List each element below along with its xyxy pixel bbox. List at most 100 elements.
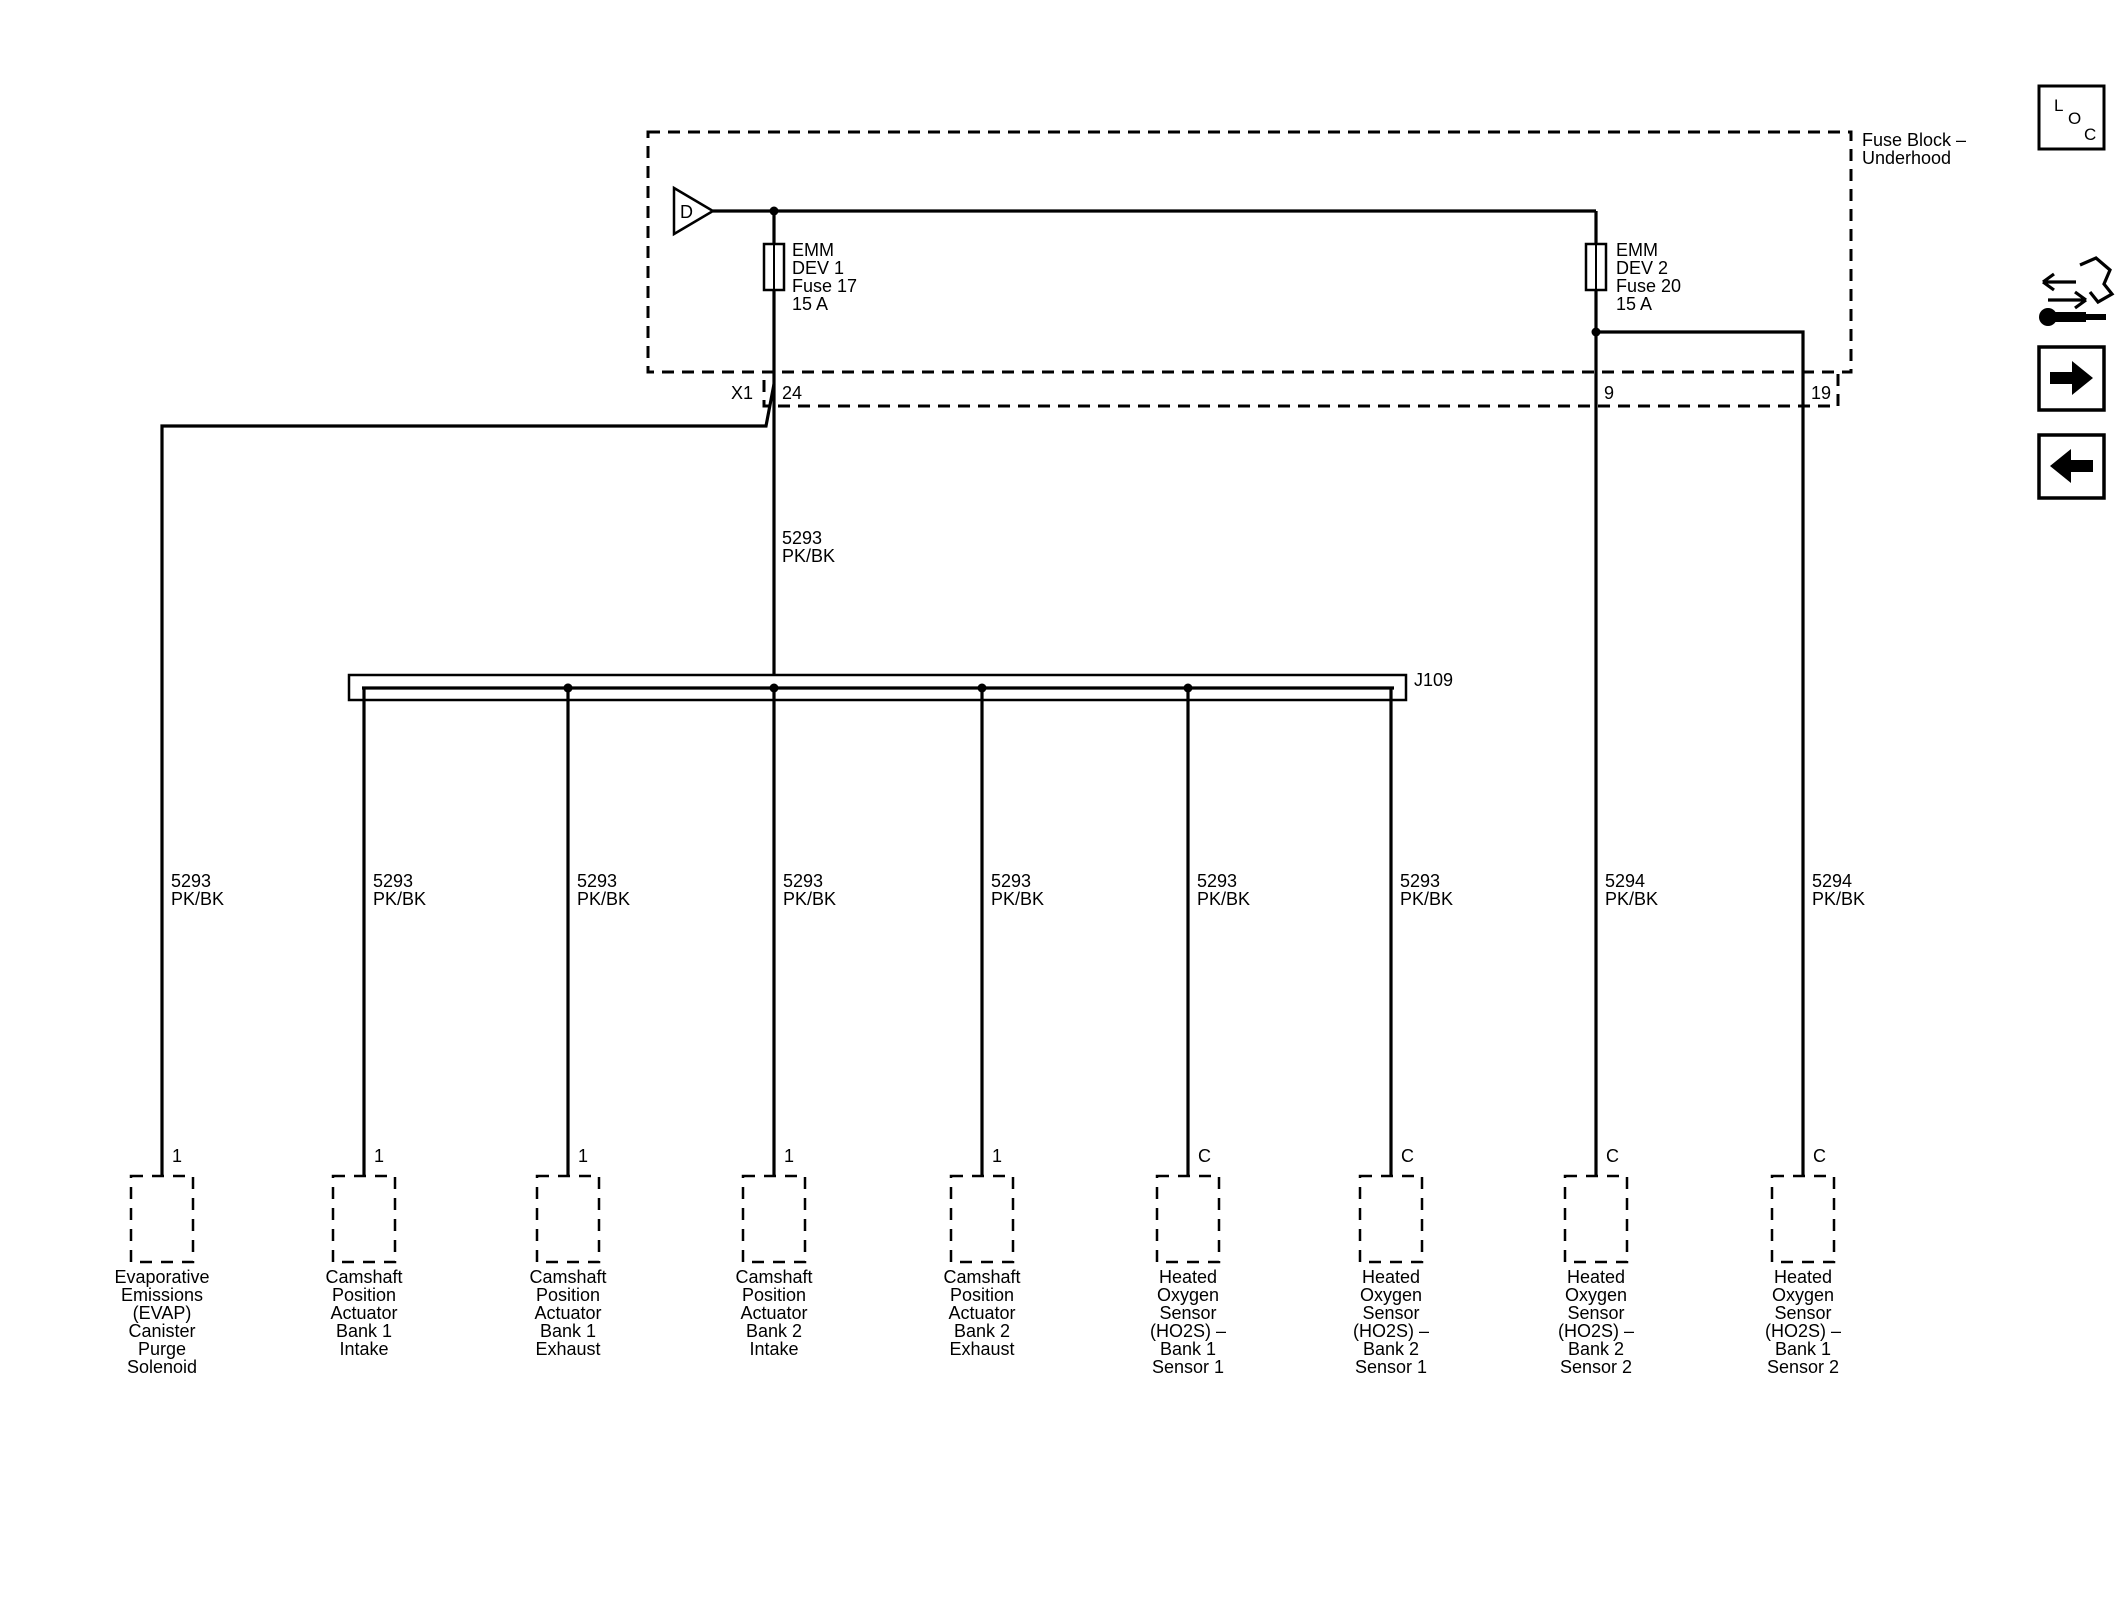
- component-label-8-3: (HO2S) –: [1765, 1321, 1841, 1341]
- branch-color-0: PK/BK: [171, 889, 224, 909]
- next-button[interactable]: [2037, 345, 2106, 412]
- splice-dot-5: [1183, 683, 1193, 693]
- source-triangle: [672, 185, 716, 237]
- component-label-6-5: Sensor 1: [1355, 1357, 1427, 1377]
- fuse-20-line3: Fuse 20: [1616, 276, 1681, 296]
- component-label-6-3: (HO2S) –: [1353, 1321, 1429, 1341]
- branch-pin-7: C: [1606, 1146, 1619, 1166]
- branch-color-1: PK/BK: [373, 889, 426, 909]
- component-label-5-5: Sensor 1: [1152, 1357, 1224, 1377]
- component-car-outline: [2079, 256, 2115, 305]
- loc-letter-c: C: [2084, 125, 2096, 144]
- branch-color-6: PK/BK: [1400, 889, 1453, 909]
- component-label-7-3: (HO2S) –: [1558, 1321, 1634, 1341]
- branch-circuit-5: 5293: [1197, 871, 1237, 891]
- splice-j109: J109: [347, 670, 1453, 702]
- component-label-2-1: Position: [536, 1285, 600, 1305]
- component-box-8: [1770, 1174, 1836, 1264]
- component-label-1-2: Actuator: [330, 1303, 397, 1323]
- component-label-5-0: Heated: [1159, 1267, 1217, 1287]
- component-label-5-2: Sensor: [1159, 1303, 1216, 1323]
- component-box-0: [129, 1174, 195, 1264]
- component-label-5-4: Bank 1: [1160, 1339, 1216, 1359]
- component-label-8-5: Sensor 2: [1767, 1357, 1839, 1377]
- component-label-1-3: Bank 1: [336, 1321, 392, 1341]
- component-arrow-left: [2042, 272, 2076, 292]
- branch-circuit-3: 5293: [783, 871, 823, 891]
- connector-pin-24: 24: [782, 383, 802, 403]
- fuse-17-line2: DEV 1: [792, 258, 844, 278]
- component-label-7-4: Bank 2: [1568, 1339, 1624, 1359]
- branch-wires: 5293PK/BK1EvaporativeEmissions(EVAP)Cani…: [114, 683, 1865, 1377]
- component-label-8-1: Oxygen: [1772, 1285, 1834, 1305]
- component-box-3: [741, 1174, 807, 1264]
- component-label-0-4: Purge: [138, 1339, 186, 1359]
- power-source: D: [672, 185, 716, 237]
- component-label-2-2: Actuator: [534, 1303, 601, 1323]
- component-label-7-0: Heated: [1567, 1267, 1625, 1287]
- previous-button[interactable]: [2037, 433, 2106, 500]
- branch-circuit-1: 5293: [373, 871, 413, 891]
- branch-circuit-8: 5294: [1812, 871, 1852, 891]
- source-marker: D: [680, 202, 693, 222]
- branch-color-7: PK/BK: [1605, 889, 1658, 909]
- component-label-6-2: Sensor: [1362, 1303, 1419, 1323]
- splice-name: J109: [1414, 670, 1453, 690]
- component-label-8-0: Heated: [1774, 1267, 1832, 1287]
- branch-circuit-2: 5293: [577, 871, 617, 891]
- component-label-7-5: Sensor 2: [1560, 1357, 1632, 1377]
- component-label-2-0: Camshaft: [529, 1267, 606, 1287]
- component-label-6-4: Bank 2: [1363, 1339, 1419, 1359]
- component-label-3-4: Intake: [749, 1339, 798, 1359]
- component-label-3-2: Actuator: [740, 1303, 807, 1323]
- component-label-3-1: Position: [742, 1285, 806, 1305]
- branch-circuit-7: 5294: [1605, 871, 1645, 891]
- branch-pin-5: C: [1198, 1146, 1211, 1166]
- component-label-5-3: (HO2S) –: [1150, 1321, 1226, 1341]
- component-label-7-1: Oxygen: [1565, 1285, 1627, 1305]
- component-wrench-head: [2039, 308, 2057, 326]
- branch-color-4: PK/BK: [991, 889, 1044, 909]
- component-label-0-3: Canister: [128, 1321, 195, 1341]
- component-wrench-handle: [2046, 312, 2086, 322]
- component-label-3-0: Camshaft: [735, 1267, 812, 1287]
- branch-pin-0: 1: [172, 1146, 182, 1166]
- wire-5294-pin-19: [1596, 330, 1805, 1176]
- loc-letter-l: L: [2054, 96, 2063, 115]
- component-label-4-4: Exhaust: [949, 1339, 1014, 1359]
- component-arrow-right: [2048, 290, 2087, 310]
- trunk-circuit: 5293: [782, 528, 822, 548]
- fuse-block: Fuse Block – Underhood: [646, 130, 1966, 374]
- fuse-block-label-line1: Fuse Block –: [1862, 130, 1966, 150]
- fuse-17: EMM DEV 1 Fuse 17 15 A: [762, 240, 857, 314]
- component-label-4-1: Position: [950, 1285, 1014, 1305]
- component-label-7-2: Sensor: [1567, 1303, 1624, 1323]
- bus-junction-dot: [769, 206, 779, 216]
- component-box-4: [949, 1174, 1015, 1264]
- branch-color-3: PK/BK: [783, 889, 836, 909]
- component-label-5-1: Oxygen: [1157, 1285, 1219, 1305]
- loc-button[interactable]: L O C: [2037, 84, 2106, 151]
- fuse-17-line3: Fuse 17: [792, 276, 857, 296]
- loc-letter-o: O: [2068, 109, 2081, 128]
- fuse-17-line4: 15 A: [792, 294, 828, 314]
- component-wrench-tip: [2086, 314, 2106, 320]
- trunk-color: PK/BK: [782, 546, 835, 566]
- component-label-0-0: Evaporative: [114, 1267, 209, 1287]
- connector-pin-9: 9: [1604, 383, 1614, 403]
- branch-pin-4: 1: [992, 1146, 1002, 1166]
- branch-color-2: PK/BK: [577, 889, 630, 909]
- wire-evap: [160, 383, 776, 1176]
- component-views-icon[interactable]: [2039, 256, 2115, 326]
- fuse-20: EMM DEV 2 Fuse 20 15 A: [1584, 240, 1681, 314]
- component-label-1-0: Camshaft: [325, 1267, 402, 1287]
- fuse-20-line4: 15 A: [1616, 294, 1652, 314]
- component-box-2: [535, 1174, 601, 1264]
- branch-color-8: PK/BK: [1812, 889, 1865, 909]
- component-label-4-3: Bank 2: [954, 1321, 1010, 1341]
- fuse-block-label-line2: Underhood: [1862, 148, 1951, 168]
- splice-dot-extra-2: [563, 683, 573, 693]
- component-label-2-4: Exhaust: [535, 1339, 600, 1359]
